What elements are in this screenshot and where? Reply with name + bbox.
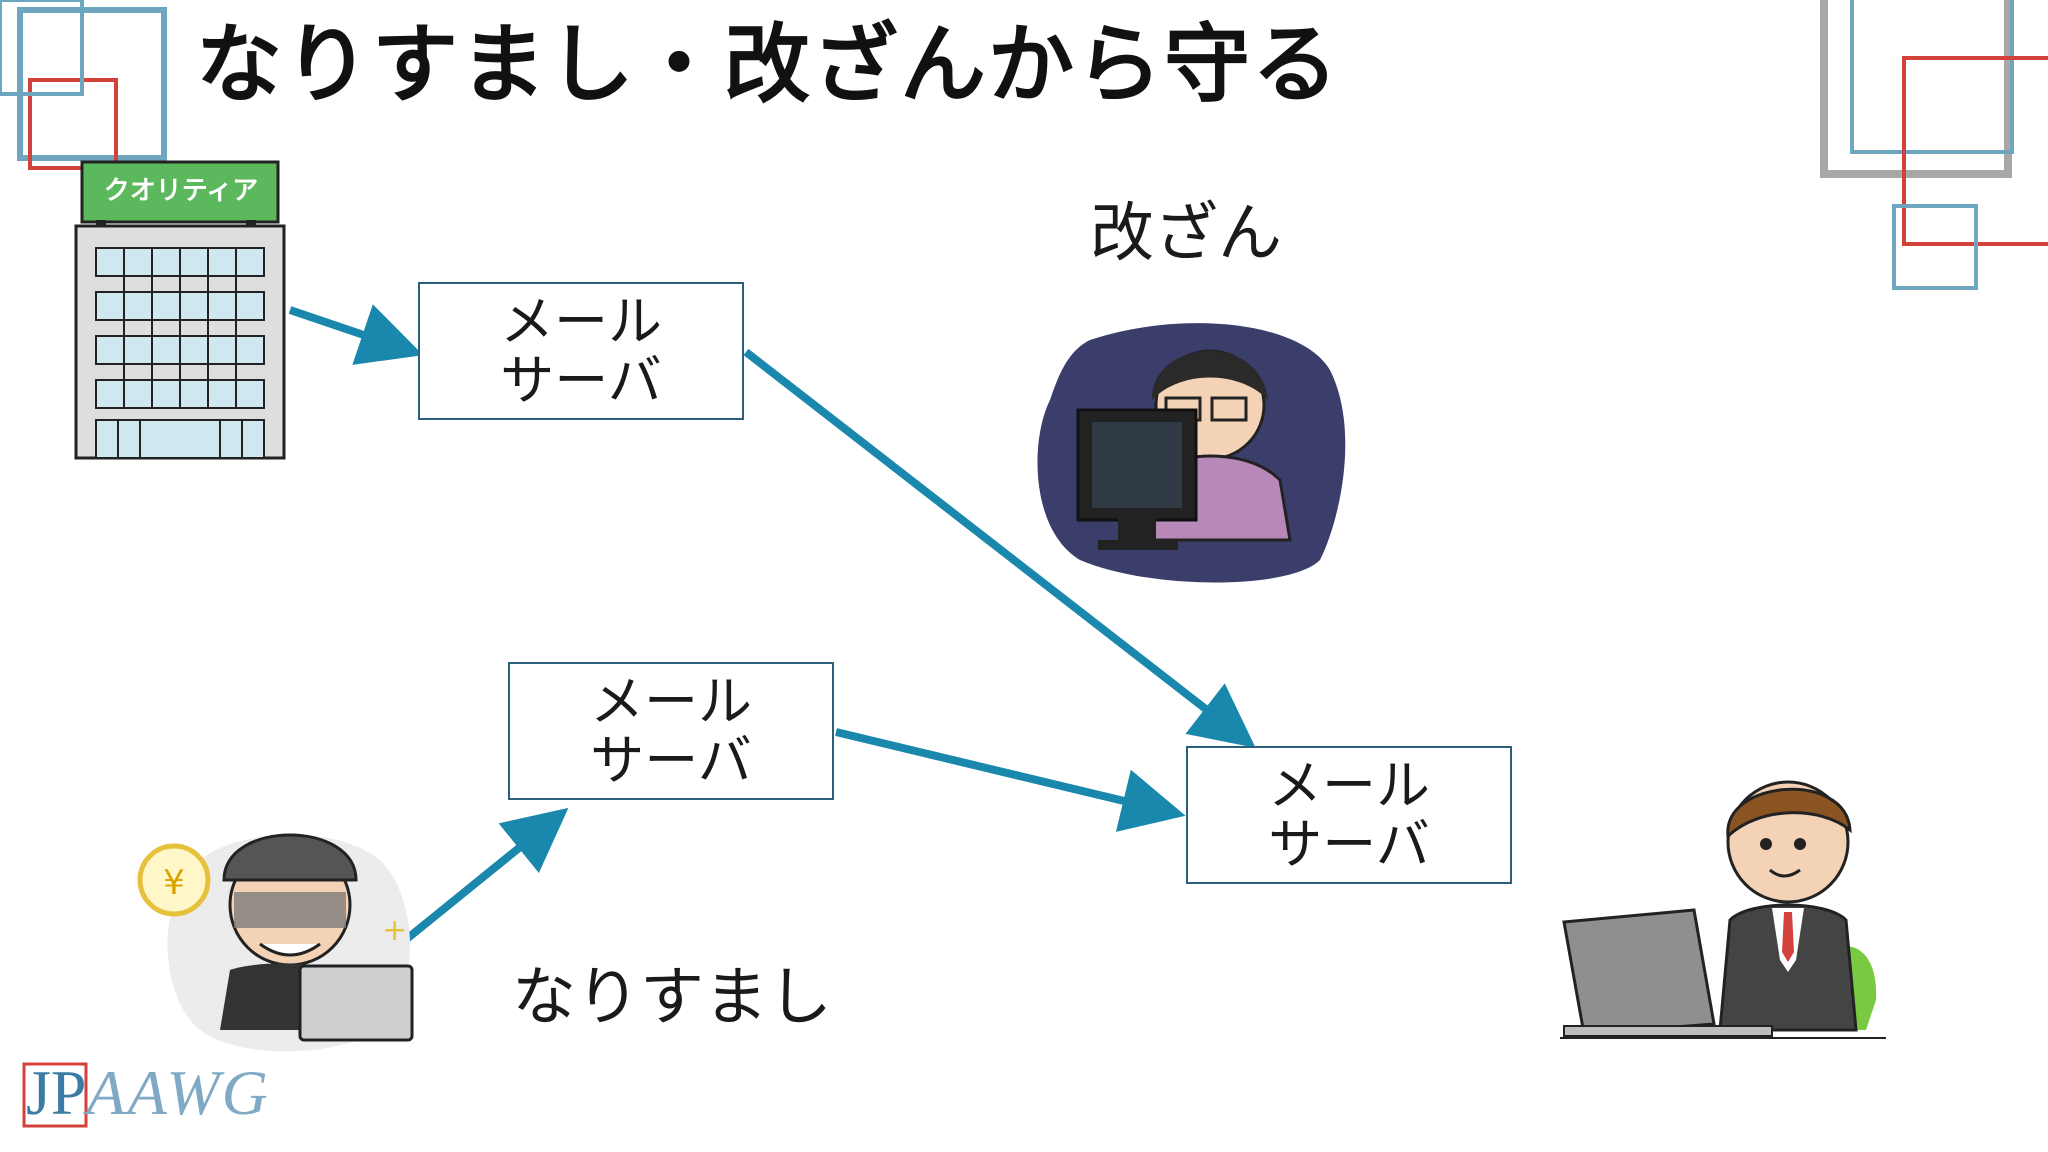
mail-server-line2: サーバ [1268, 813, 1430, 876]
decor-frames-top-right [1820, 0, 2048, 290]
mail-server-line2: サーバ [500, 349, 662, 412]
slide-title: なりすまし・改ざんから守る [196, 15, 1340, 115]
arrow-company-to-server-1 [288, 304, 424, 365]
company-sign-text: クオリティア [103, 176, 259, 206]
office-building-icon [74, 160, 286, 460]
masked-thief-laptop-icon: ¥ + [137, 833, 414, 1052]
mail-server-line1: メール [500, 289, 662, 353]
mail-server-line1: メール [1268, 753, 1430, 817]
hacker-at-computer-icon [1037, 323, 1346, 583]
logo-jp: JP [26, 1057, 87, 1128]
decor-frames-top-left [0, 0, 167, 170]
sparkle-icon: + [382, 913, 407, 948]
mail-server-box-spoof: メール サーバ [508, 662, 834, 800]
arrow-server-2-to-server-3 [835, 728, 1186, 832]
mail-server-box-recipient: メール サーバ [1186, 746, 1512, 884]
flow-arrows [288, 304, 1256, 950]
arrow-spoofer-to-server-2 [395, 807, 569, 950]
mail-server-box-sender: メール サーバ [418, 282, 744, 420]
arrow-server-1-to-server-3 [743, 348, 1256, 748]
logo-text: JPAAWG [26, 1057, 270, 1128]
jpaawg-logo [22, 1062, 88, 1128]
label-tamper: 改ざん [1090, 197, 1282, 271]
label-spoof: なりすまし [512, 961, 832, 1035]
mail-server-line2: サーバ [590, 729, 752, 792]
logo-aawg: AAWG [86, 1057, 270, 1128]
mail-server-line1: メール [590, 669, 752, 733]
yen-symbol: ¥ [163, 863, 185, 903]
businessman-laptop-icon [1560, 780, 1886, 1039]
